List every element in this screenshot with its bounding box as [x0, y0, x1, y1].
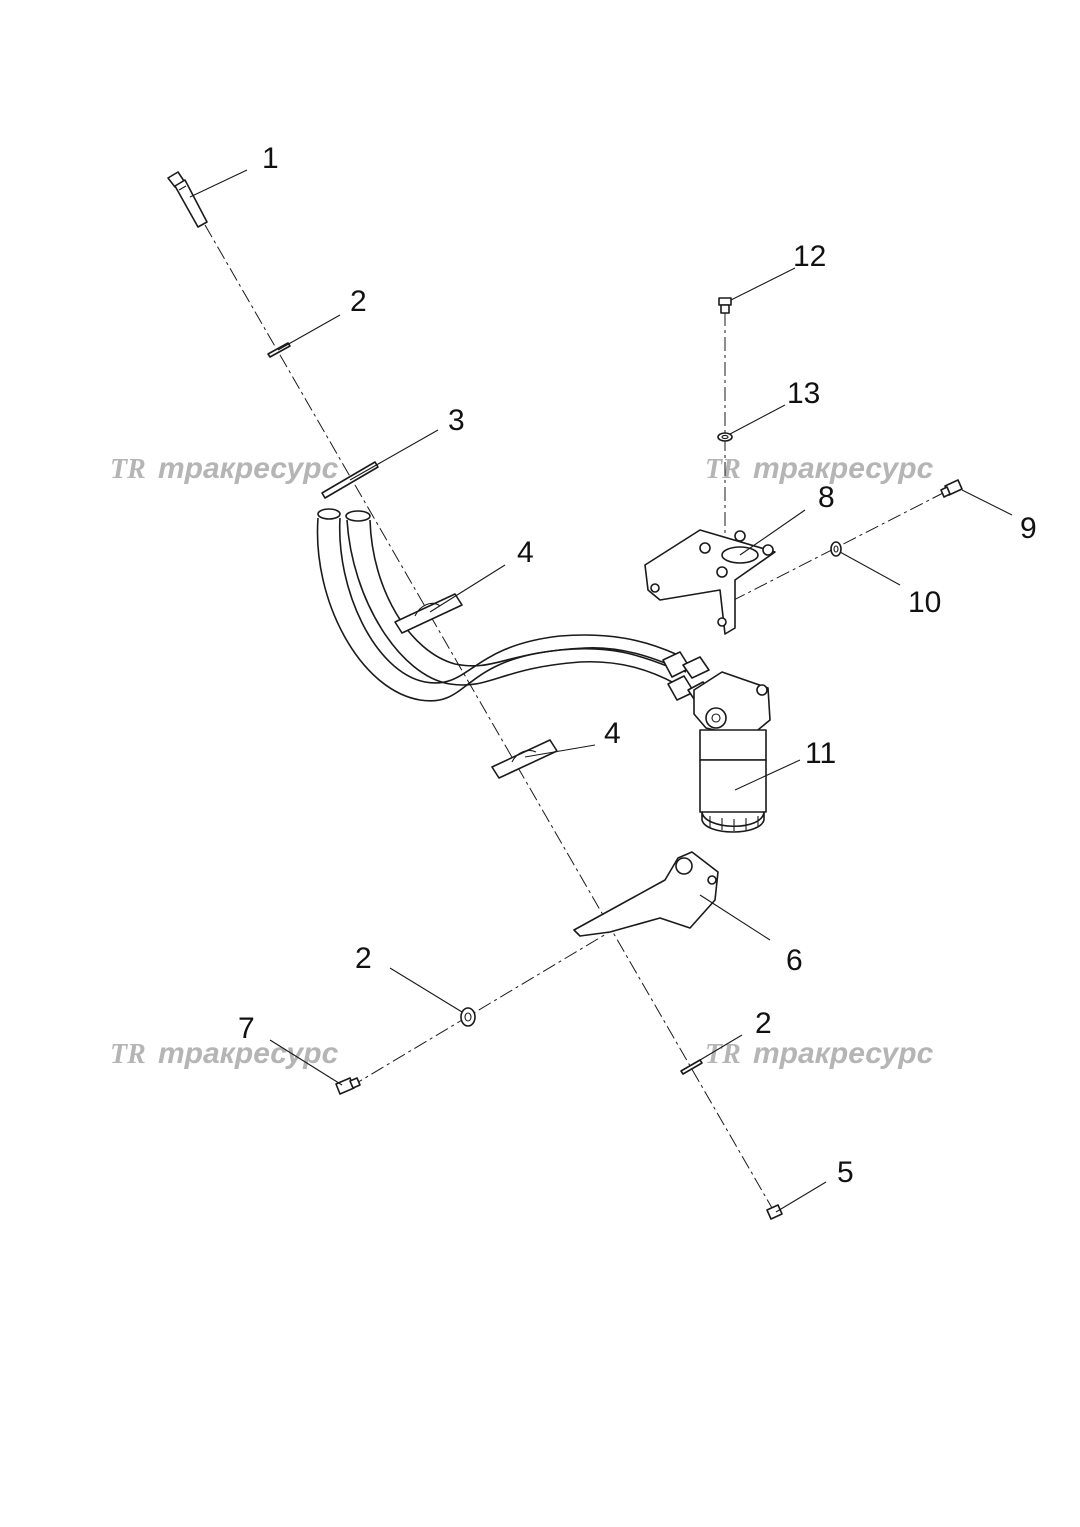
- watermark-text: тракресурс: [158, 452, 339, 485]
- hoses: [316, 508, 713, 703]
- callout-12: 12: [793, 240, 826, 273]
- watermark-text: тракресурс: [753, 1037, 934, 1070]
- callout-7: 7: [238, 1012, 255, 1045]
- callouts: 1 2 3 4 4 5 6 2 7 2 8 9 10 11 12 13: [238, 142, 1037, 1189]
- callout-1: 1: [262, 142, 279, 175]
- part-8-upper-bracket: [644, 529, 776, 635]
- callout-2-top: 2: [350, 285, 367, 318]
- callout-11: 11: [805, 737, 836, 770]
- part-7-screw: [335, 1077, 361, 1095]
- watermark-bottom-right: TR тракресурс: [705, 1037, 934, 1070]
- part-4-clamp-upper: [394, 593, 463, 634]
- callout-10: 10: [908, 586, 941, 619]
- callout-8: 8: [818, 481, 835, 514]
- watermark-bottom-left: TR тракресурс: [110, 1037, 339, 1070]
- watermark-top-right: TR тракресурс: [705, 452, 934, 485]
- watermark-logo: TR: [705, 1039, 741, 1070]
- leader-lines: [189, 169, 1013, 1213]
- part-2-washer-lower: [680, 1059, 703, 1075]
- part-9-screw: [940, 479, 963, 498]
- part-10-washer: [830, 541, 842, 557]
- callout-2-lower: 2: [755, 1007, 772, 1040]
- callout-4-lower: 4: [604, 717, 621, 750]
- callout-13: 13: [787, 377, 820, 410]
- part-11-filter: [693, 671, 771, 833]
- part-13-washer: [717, 432, 733, 442]
- part-1-long-bolt: [167, 171, 208, 228]
- watermark-logo: TR: [110, 1039, 146, 1070]
- part-6-lower-bracket: [573, 851, 719, 937]
- watermark-logo: TR: [705, 454, 741, 485]
- callout-3: 3: [448, 404, 465, 437]
- callout-9: 9: [1020, 512, 1037, 545]
- part-2-washer-mid: [460, 1007, 476, 1027]
- callout-2-mid: 2: [355, 942, 372, 975]
- part-5-nut: [766, 1204, 783, 1220]
- watermark-text: тракресурс: [753, 452, 934, 485]
- main-bolt-axis: [204, 224, 773, 1209]
- watermark-top-left: TR тракресурс: [110, 452, 339, 485]
- callout-6: 6: [786, 944, 803, 977]
- part-4-clamp-lower: [491, 739, 558, 779]
- callout-4-upper: 4: [517, 536, 534, 569]
- callout-5: 5: [837, 1156, 854, 1189]
- watermark-logo: TR: [110, 454, 146, 485]
- part-12-screw: [718, 297, 732, 314]
